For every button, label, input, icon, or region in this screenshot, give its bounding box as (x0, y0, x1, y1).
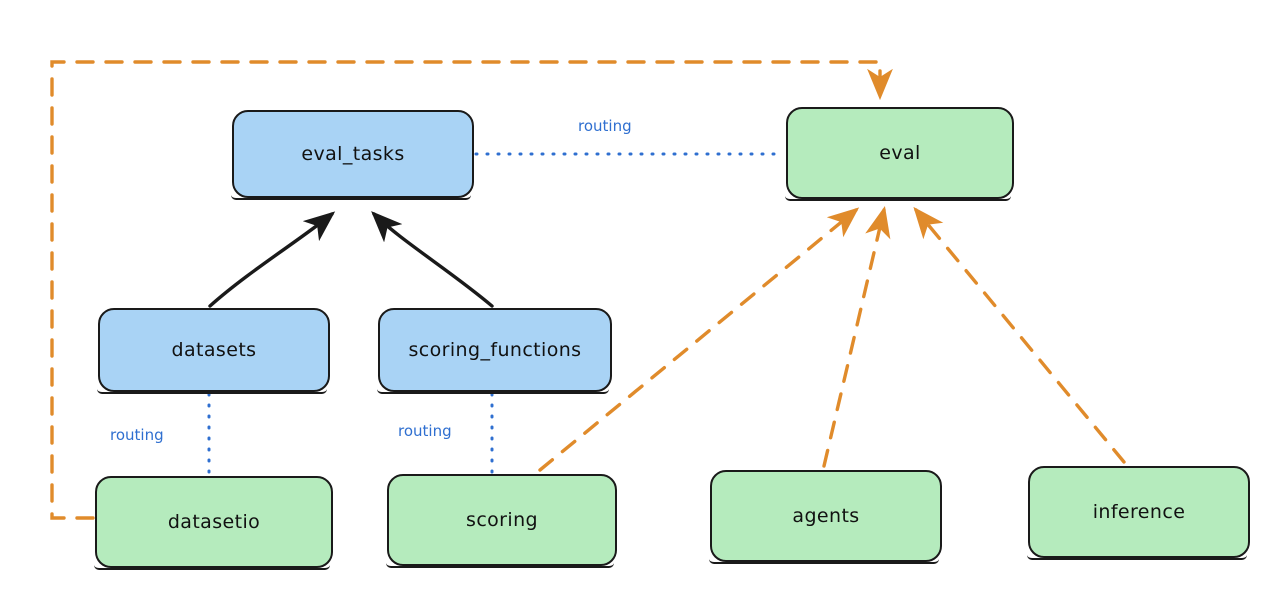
node-eval-tasks-label: eval_tasks (301, 143, 405, 165)
node-datasetio-label: datasetio (167, 511, 261, 533)
node-datasetio[interactable]: datasetio (94, 476, 333, 570)
node-datasets-label: datasets (171, 339, 257, 361)
node-scoring[interactable]: scoring (386, 474, 617, 568)
edge-scoring-functions-eval-tasks (371, 211, 494, 308)
node-eval-label: eval (879, 142, 921, 164)
node-eval[interactable]: eval (785, 107, 1014, 201)
node-scoring-functions[interactable]: scoring_functions (377, 308, 612, 394)
node-datasets[interactable]: datasets (97, 308, 330, 394)
edge-label-routing-datasets: routing (110, 426, 164, 444)
node-scoring-label: scoring (466, 509, 538, 531)
node-inference-label: inference (1092, 501, 1186, 523)
edge-datasetio-eval (50, 60, 893, 520)
edge-datasets-eval-tasks (208, 211, 336, 308)
edge-inference-eval (913, 206, 1126, 464)
edge-label-routing-eval-tasks: routing (578, 117, 632, 135)
node-agents[interactable]: agents (709, 470, 942, 564)
node-scoring-functions-label: scoring_functions (408, 339, 582, 361)
edge-agents-eval (822, 206, 891, 468)
node-agents-label: agents (792, 505, 860, 527)
node-inference[interactable]: inference (1027, 466, 1250, 560)
node-eval-tasks[interactable]: eval_tasks (231, 110, 474, 200)
edge-scoring-eval (538, 207, 860, 472)
edge-label-routing-scoring-functions: routing (398, 422, 452, 440)
